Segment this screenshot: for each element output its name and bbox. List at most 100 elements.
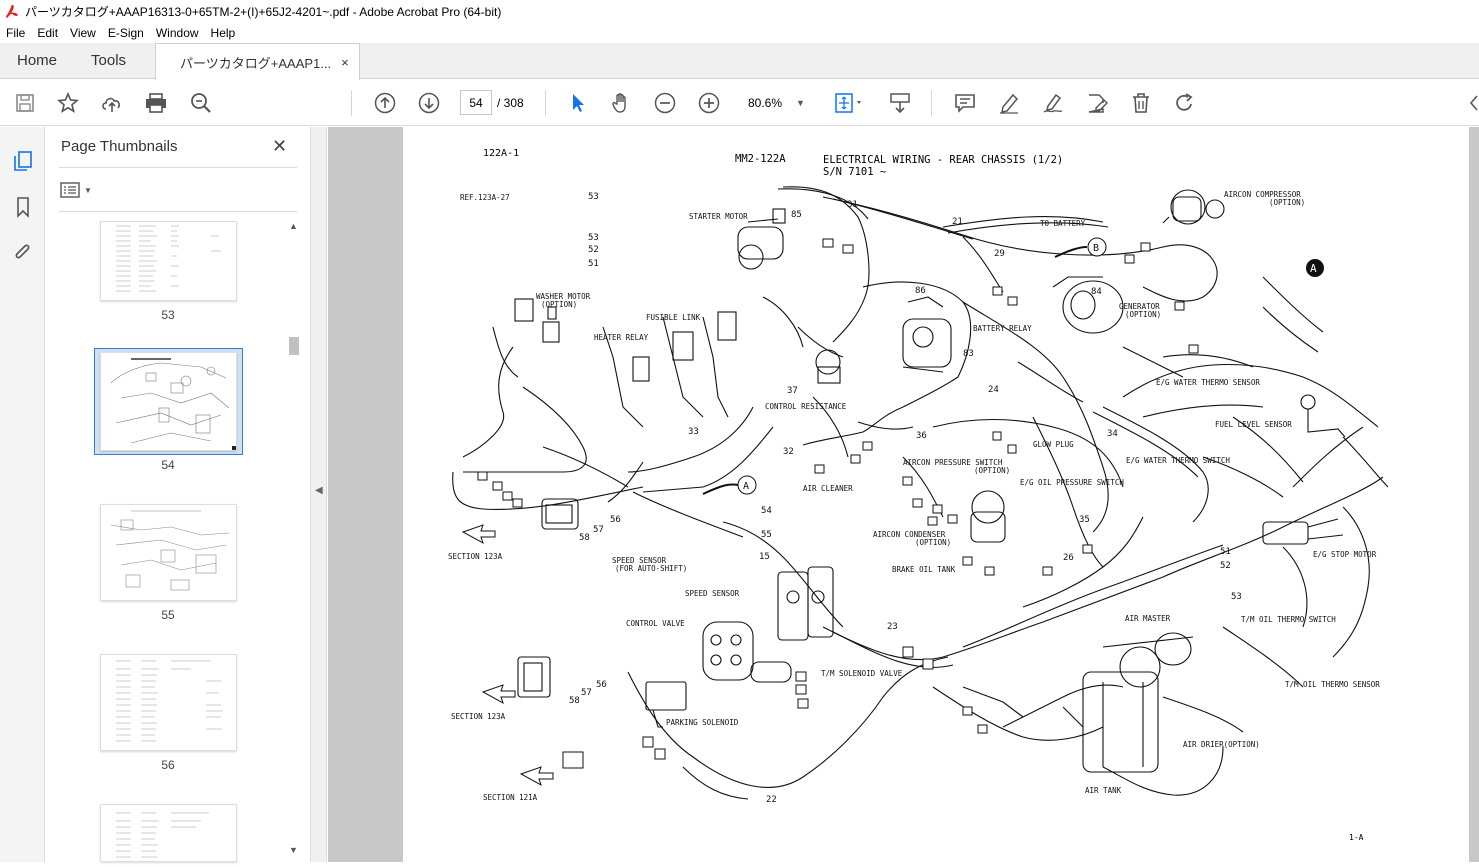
fusible-link-drawing [632,311,737,382]
label-ref: REF.123A-27 [460,193,510,202]
connectors [477,238,1199,769]
attachments-paperclip-icon[interactable] [11,241,35,265]
panel-title: Page Thumbnails [61,138,178,155]
zoom-in-icon[interactable] [697,91,721,115]
callout-a-mid: A [737,475,757,495]
part-number: 24 [988,385,999,395]
thumbnail-options-button[interactable]: ▼ [60,179,100,201]
tab-bar: Home Tools パーツカタログ+AAAP1... × [0,43,1479,80]
bookmarks-icon[interactable] [11,195,35,219]
overflow-edge-icon[interactable] [1466,91,1479,115]
zoom-search-icon[interactable] [189,91,213,115]
menu-bar: File Edit View E-Sign Window Help [0,23,1479,43]
print-icon[interactable] [144,91,168,115]
thumbnail-resize-handle[interactable] [232,446,236,450]
parking-solenoid-drawing [645,681,687,728]
label-generator: GENERATOR [1119,302,1160,311]
fit-page-icon[interactable] [832,91,866,115]
part-number: 84 [1091,287,1102,297]
thumbnail-scrollbar[interactable]: ▲ ▼ [287,221,300,861]
scrollbar-thumb[interactable] [289,337,299,355]
menu-file[interactable]: File [6,26,26,40]
label-aircon-compressor: AIRCON COMPRESSOR [1224,190,1301,199]
thumbnail-page-55[interactable] [100,504,237,601]
label-speed-sensor: SPEED SENSOR [685,589,740,598]
menu-window[interactable]: Window [155,26,199,40]
page-number-input[interactable]: 54 [460,90,492,115]
highlight-pen-icon[interactable] [997,91,1021,115]
label-aircon-pressure-switch: AIRCON PRESSURE SWITCH [903,458,1003,467]
part-number: 37 [787,386,798,396]
label-starter-motor: STARTER MOTOR [689,212,748,221]
zoom-out-icon[interactable] [653,91,677,115]
toolbar: 54 / 308 80.6% ▼ [0,80,1479,126]
label-washer-motor: WASHER MOTOR [536,292,591,301]
collapse-panel-icon[interactable]: ◀ [315,485,323,496]
save-icon[interactable] [13,91,37,115]
chevron-down-icon: ▼ [796,97,805,108]
panel-close-button[interactable]: ✕ [272,136,288,156]
zoom-level-select[interactable]: 80.6% ▼ [740,90,810,115]
part-number: 33 [688,427,699,437]
label-washer-motor-option: (OPTION) [541,300,577,309]
label-section-123a-lower: SECTION 123A [451,712,506,721]
thumbnail-label: 53 [161,308,175,322]
menu-edit[interactable]: Edit [37,26,59,40]
panel-splitter[interactable]: ◀ [310,127,327,862]
upload-cloud-icon[interactable] [100,91,124,115]
menu-view[interactable]: View [70,26,96,40]
scroll-mode-icon[interactable] [888,91,912,115]
label-eg-stop-motor: E/G STOP MOTOR [1313,550,1377,559]
label-control-resistance: CONTROL RESISTANCE [765,402,847,411]
previous-page-icon[interactable] [373,91,397,115]
menu-esign[interactable]: E-Sign [107,26,144,40]
page-footer: 1-A [1349,833,1364,842]
part-number: 32 [783,447,794,457]
sign-icon[interactable] [1041,91,1065,115]
label-section-123a: SECTION 123A [448,552,503,561]
select-cursor-icon[interactable] [566,91,590,115]
thumbnail-page-53[interactable] [100,221,237,301]
tab-close-button[interactable]: × [341,54,349,70]
document-viewport[interactable]: 122A-1 MM2-122A ELECTRICAL WIRING - REAR… [328,127,1479,862]
left-nav-rail [0,127,45,862]
thumbnail-page-57[interactable] [100,804,237,862]
section-arrow-icon [481,684,516,705]
scroll-down-icon[interactable]: ▼ [289,845,298,855]
air-master-drawing [1102,632,1194,688]
generator-drawing [1052,276,1124,334]
thumbnail-page-56[interactable] [100,654,237,751]
tab-document[interactable]: パーツカタログ+AAAP1... × [155,43,360,80]
callout-letter: B [1093,243,1099,254]
part-number: 36 [916,431,927,441]
part-number: 55 [761,530,772,540]
callout-b: B [1087,237,1107,257]
tab-home[interactable]: Home [17,52,58,69]
delete-trash-icon[interactable] [1129,91,1153,115]
part-number: 56 [610,515,621,525]
page-id: 122A-1 [483,148,519,159]
label-air-cleaner: AIR CLEANER [803,484,853,493]
aircon-condenser-drawing [970,490,1006,543]
options-list-icon [60,182,80,198]
tab-tools[interactable]: Tools [91,52,127,69]
next-page-icon[interactable] [417,91,441,115]
rotate-icon[interactable] [1173,91,1197,115]
comment-icon[interactable] [953,91,977,115]
label-glow-plug: GLOW PLUG [1033,440,1074,449]
part-number: 22 [766,795,777,805]
edit-pdf-icon[interactable] [1085,91,1109,115]
page-thumbnails-icon[interactable] [11,149,35,173]
window-title: パーツカタログ+AAAP16313-0+65TM-2+(I)+65J2-4201… [25,5,502,19]
label-to-battery: TO BATTERY [1040,219,1086,228]
label-battery-relay: BATTERY RELAY [973,324,1032,333]
thumbnail-page-54[interactable] [100,352,237,451]
menu-help[interactable]: Help [210,26,236,40]
drawing-number: MM2-122A [735,153,786,165]
page-total: / 308 [497,96,524,110]
label-control-valve: CONTROL VALVE [626,619,685,628]
scroll-up-icon[interactable]: ▲ [289,221,298,231]
bookmark-star-icon[interactable] [56,91,80,115]
part-number: 58 [579,533,590,543]
hand-tool-icon[interactable] [609,91,633,115]
